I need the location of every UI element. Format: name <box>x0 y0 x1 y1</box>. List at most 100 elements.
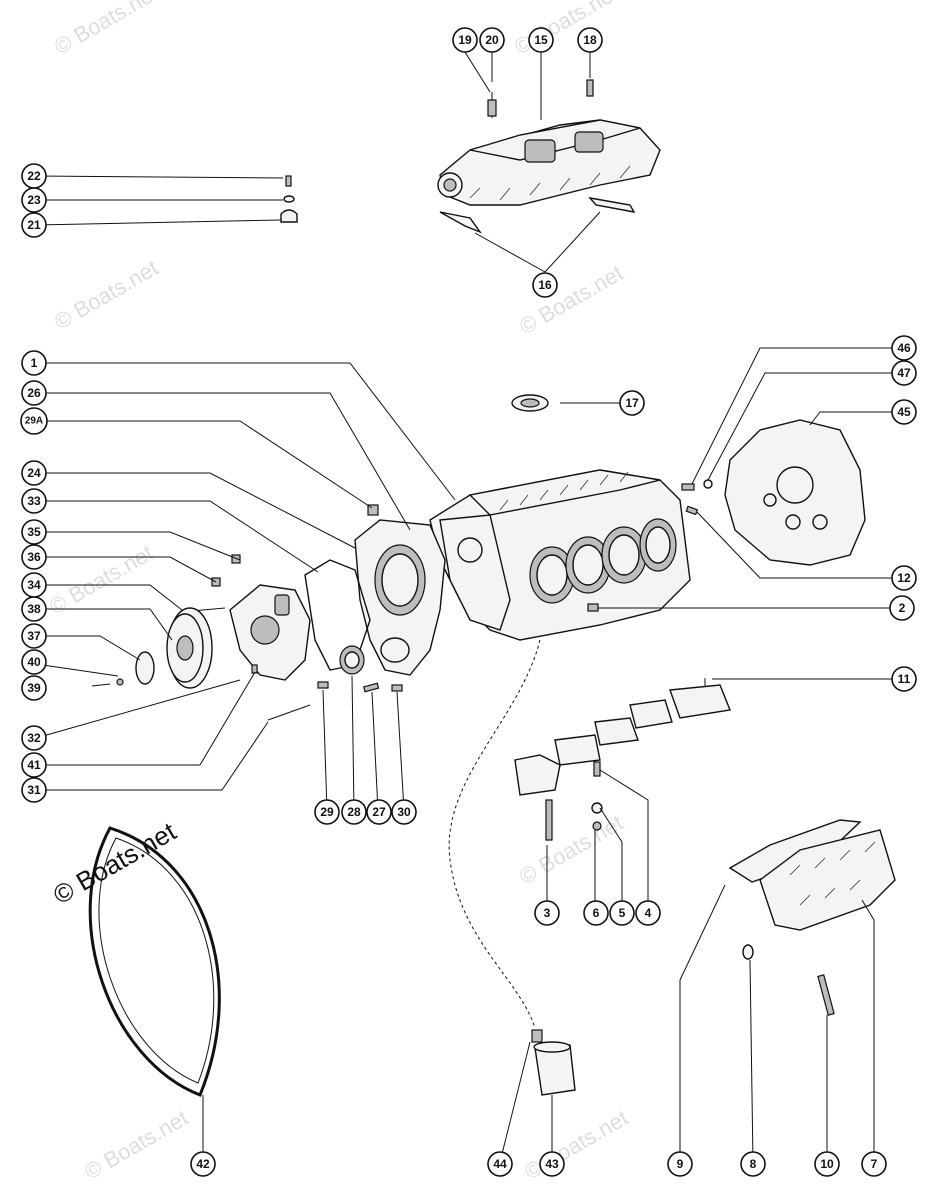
callout-29a: 29A <box>20 407 48 435</box>
callout-label: 5 <box>619 906 626 920</box>
water-pump-drawing <box>179 584 311 681</box>
callout-label: 1 <box>31 356 38 370</box>
watermark: © Boats.net <box>50 0 162 59</box>
callout-10: 10 <box>814 1151 840 1177</box>
callout-21: 21 <box>21 212 47 238</box>
callout-label: 40 <box>27 655 41 669</box>
callout-7: 7 <box>861 1151 887 1177</box>
callout-label: 6 <box>593 906 600 920</box>
callout-36: 36 <box>21 544 47 570</box>
callout-30: 30 <box>391 799 417 825</box>
callout-label: 27 <box>372 805 386 819</box>
engine-block-drawing <box>429 469 691 641</box>
callout-label: 15 <box>534 33 548 47</box>
watermark: © Boats.net <box>520 1105 632 1184</box>
callout-33: 33 <box>21 488 47 514</box>
callouts: 19 20 15 18 22 2 3 21 16 1 26 29A 24 33 3… <box>20 27 917 1177</box>
callout-41: 41 <box>21 752 47 778</box>
callout-4: 4 <box>635 900 661 926</box>
bracket-drawing <box>280 175 298 223</box>
callout-34: 34 <box>21 572 47 598</box>
callout-label: 38 <box>27 602 41 616</box>
callout-label: 10 <box>820 1157 834 1171</box>
callout-9: 9 <box>667 1151 693 1177</box>
callout-18: 18 <box>577 27 603 53</box>
callout-label: 36 <box>27 550 41 564</box>
callout-label: 7 <box>871 1157 878 1171</box>
callout-label: 16 <box>538 278 552 292</box>
callout-2: 2 <box>889 595 915 621</box>
callout-32: 32 <box>21 725 47 751</box>
callout-19: 19 <box>452 27 478 53</box>
callout-39: 39 <box>21 675 47 701</box>
callout-label: 2 <box>899 601 906 615</box>
callout-26: 26 <box>21 380 47 406</box>
callout-44: 44 <box>487 1151 513 1177</box>
callout-12: 12 <box>891 565 917 591</box>
callout-label: 12 <box>897 571 911 585</box>
seal-drawing <box>511 394 549 412</box>
flywheel-housing-plate-drawing <box>681 419 866 566</box>
callout-label: 42 <box>196 1157 210 1171</box>
callout-43: 43 <box>539 1151 565 1177</box>
callout-label: 18 <box>583 33 597 47</box>
callout-label: 17 <box>625 396 639 410</box>
callout-46: 46 <box>891 335 917 361</box>
leader-lines <box>35 51 902 1163</box>
pulley-drawing <box>91 607 213 689</box>
callout-label: 3 <box>544 906 551 920</box>
main-bearing-caps-drawing <box>514 603 731 841</box>
intake-manifold-drawing <box>437 79 661 234</box>
callout-label: 32 <box>27 731 41 745</box>
callout-37: 37 <box>21 623 47 649</box>
callout-47: 47 <box>891 360 917 386</box>
callout-label: 28 <box>347 805 361 819</box>
drive-belt-drawing <box>88 826 221 1097</box>
callout-3: 3 <box>534 900 560 926</box>
watermark: © Boats.net <box>50 255 162 334</box>
callout-label: 33 <box>27 494 41 508</box>
callout-label: 11 <box>898 672 911 686</box>
callout-label: 47 <box>897 366 911 380</box>
timing-cover-drawing <box>304 519 446 676</box>
callout-label: 37 <box>27 629 41 643</box>
callout-label: 46 <box>897 341 911 355</box>
callout-label: 29A <box>25 416 43 427</box>
callout-label: 21 <box>27 218 41 232</box>
callout-label: 26 <box>27 386 41 400</box>
callout-label: 34 <box>27 578 41 592</box>
callout-20: 20 <box>479 27 505 53</box>
watermark: © Boats.net <box>515 810 627 889</box>
callout-label: 44 <box>493 1157 507 1171</box>
callout-label: 19 <box>458 33 472 47</box>
callout-29: 29 <box>314 799 340 825</box>
callout-label: 35 <box>27 525 41 539</box>
callout-label: 30 <box>397 805 411 819</box>
callout-28: 28 <box>341 799 367 825</box>
callout-label: 39 <box>27 681 41 695</box>
callout-17: 17 <box>619 390 645 416</box>
callout-16: 16 <box>532 272 558 298</box>
callout-15: 15 <box>528 27 554 53</box>
callout-31: 31 <box>21 777 47 803</box>
cylinder-head-drawing <box>728 819 896 1016</box>
callout-35: 35 <box>21 519 47 545</box>
callout-8: 8 <box>740 1151 766 1177</box>
callout-label: 31 <box>27 783 41 797</box>
callout-label: 22 <box>27 169 41 183</box>
callout-label: 4 <box>645 906 652 920</box>
watermark: © Boats.net <box>515 260 627 339</box>
callout-38: 38 <box>21 596 47 622</box>
callout-label: 29 <box>320 805 334 819</box>
callout-label: 45 <box>897 405 911 419</box>
callout-42: 42 <box>190 1151 216 1177</box>
callout-24: 24 <box>21 460 47 486</box>
callout-5: 5 <box>609 900 635 926</box>
watermark: © Boats.net <box>510 0 622 59</box>
callout-45: 45 <box>891 399 917 425</box>
callout-1: 1 <box>21 350 47 376</box>
callout-label: 9 <box>677 1157 684 1171</box>
oil-filter-drawing <box>448 639 576 1096</box>
